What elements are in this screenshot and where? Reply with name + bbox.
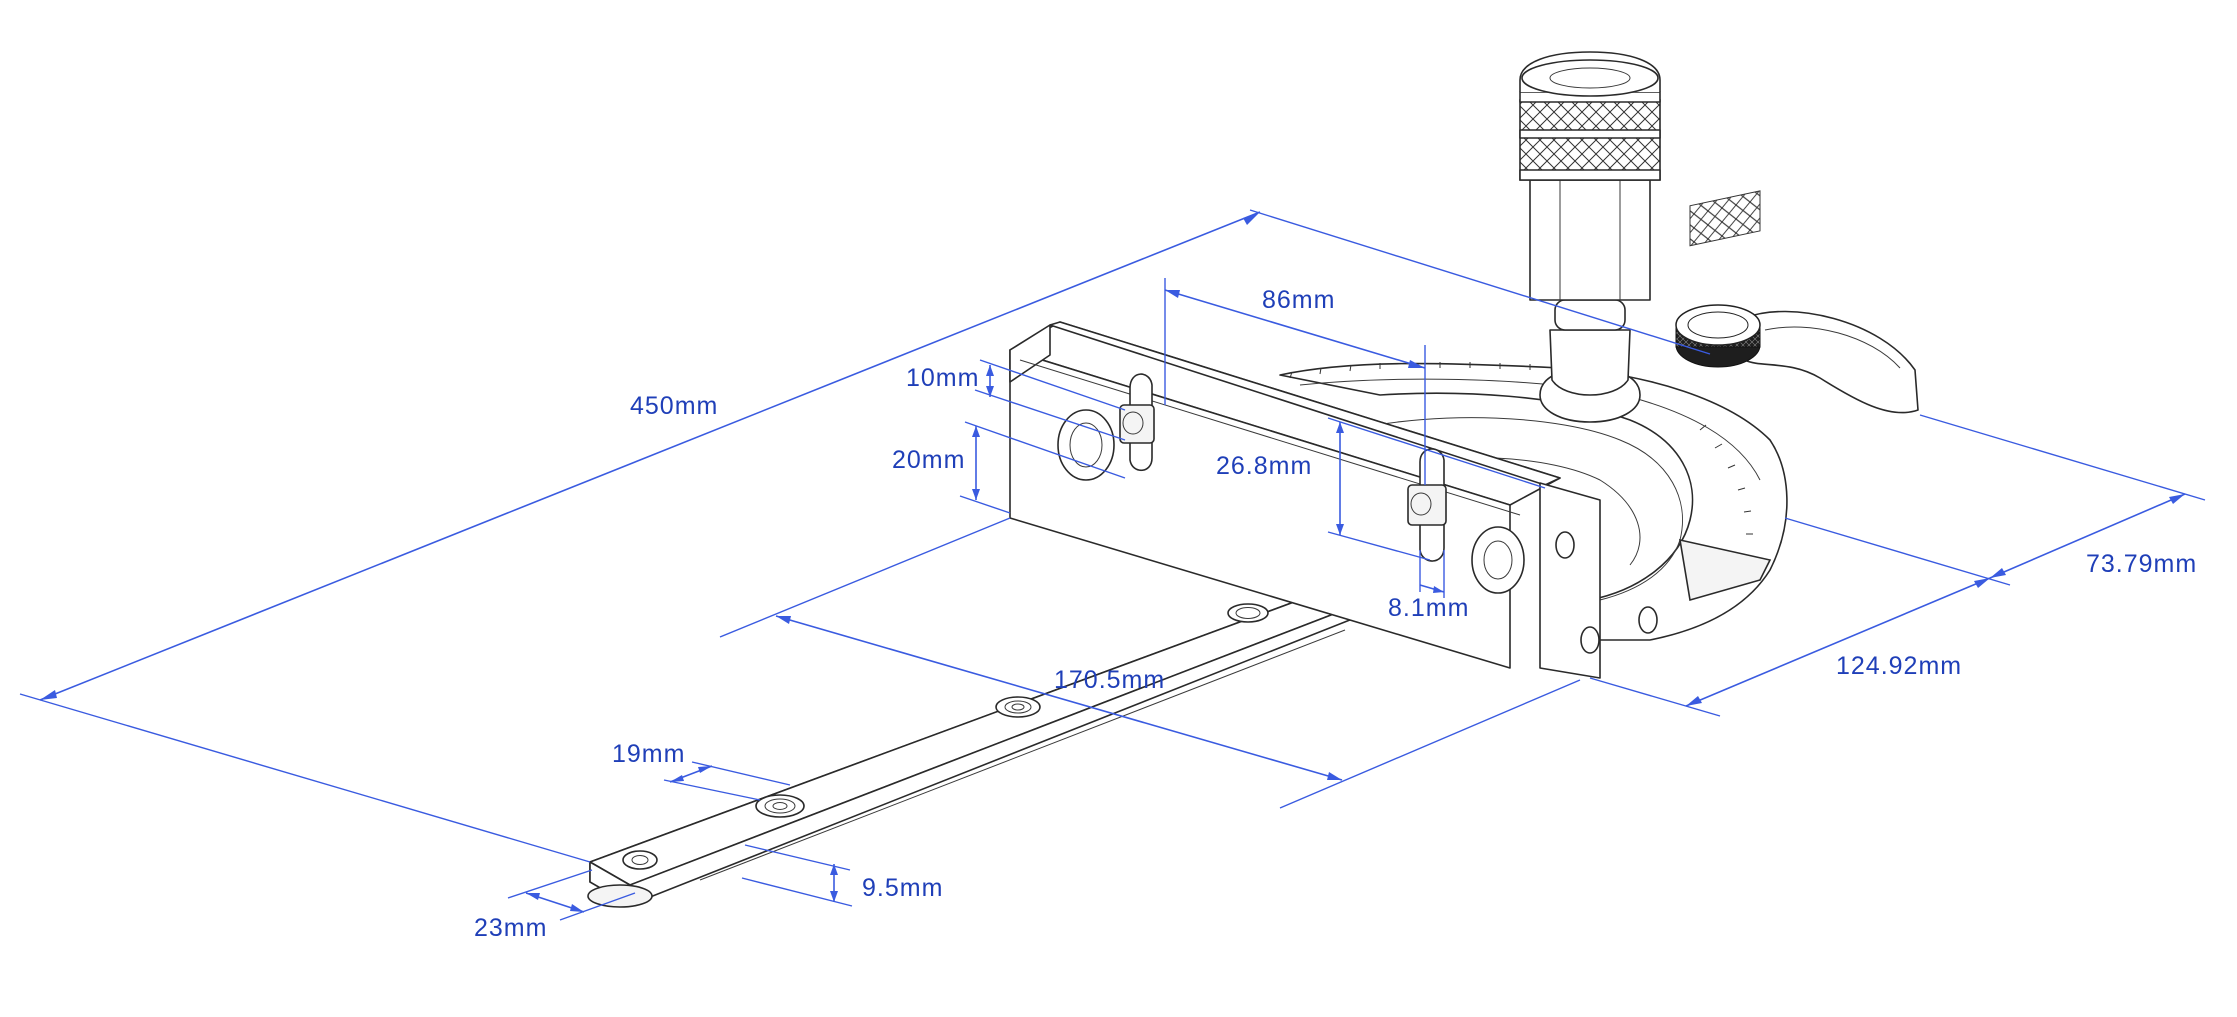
bar-hole-2 bbox=[755, 794, 805, 818]
dim-bar-fence-offset-label: 170.5mm bbox=[1054, 666, 1165, 694]
miter-head bbox=[1279, 190, 1919, 641]
dim-slot-offset: 20mm bbox=[892, 421, 1126, 514]
dim-bar-width-label: 23mm bbox=[474, 914, 547, 942]
dim-head-depth-label: 73.79mm bbox=[2086, 550, 2197, 578]
dim-slot-width: 8.1mm bbox=[1388, 550, 1469, 622]
bar-hole-1 bbox=[622, 850, 658, 870]
dim-slot-height: 10mm bbox=[906, 359, 1126, 441]
dim-overall-length-label: 450mm bbox=[630, 392, 718, 420]
fence-slot-2 bbox=[1407, 448, 1447, 562]
dim-slot-offset-label: 20mm bbox=[892, 446, 965, 474]
dim-head-depth: 73.79mm bbox=[1919, 414, 2206, 579]
dim-head-width: 124.92mm bbox=[1589, 517, 2011, 717]
adjustment-knob bbox=[1675, 304, 1761, 368]
miter-bar bbox=[587, 584, 1371, 908]
dim-fence-height-label: 26.8mm bbox=[1216, 452, 1312, 480]
dim-fence-to-slot-label: 86mm bbox=[1262, 286, 1335, 314]
dim-bar-fence-offset: 170.5mm bbox=[719, 517, 1581, 809]
fence bbox=[1009, 321, 1658, 679]
dim-bar-width: 23mm bbox=[474, 869, 636, 942]
dim-head-width-label: 124.92mm bbox=[1836, 652, 1962, 680]
bar-hole-3 bbox=[995, 696, 1041, 718]
dim-slot-height-label: 10mm bbox=[906, 364, 979, 392]
dim-bar-thickness-label: 9.5mm bbox=[862, 874, 943, 902]
fence-slot-1 bbox=[1119, 373, 1155, 472]
dim-hole-spacing: 19mm bbox=[612, 740, 791, 801]
dim-fence-height: 26.8mm bbox=[1216, 417, 1546, 561]
dim-overall-length: 450mm bbox=[19, 209, 1711, 863]
dimension-annotations: 450mm 86mm 10mm 20mm bbox=[19, 209, 2206, 942]
dim-bar-thickness: 9.5mm bbox=[741, 844, 943, 907]
bar-hole-4 bbox=[1227, 603, 1269, 623]
dim-hole-spacing-label: 19mm bbox=[612, 740, 685, 768]
handle bbox=[1519, 51, 1661, 423]
dim-fence-to-slot: 86mm bbox=[1164, 278, 1426, 485]
dim-slot-width-label: 8.1mm bbox=[1388, 594, 1469, 622]
